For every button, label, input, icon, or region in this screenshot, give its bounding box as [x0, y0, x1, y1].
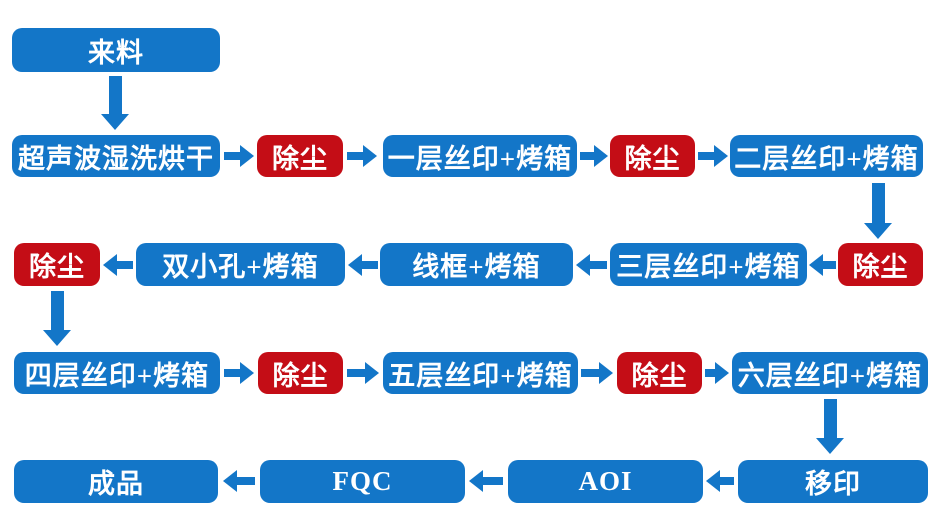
node-aoi: AOI — [508, 460, 703, 503]
node-silkscreen-layer-3: 三层丝印+烤箱 — [610, 243, 807, 286]
arrow-left-icon — [103, 254, 133, 276]
node-incoming-material: 来料 — [12, 28, 220, 72]
arrow-right-icon — [224, 362, 254, 384]
arrow-right-icon — [698, 145, 728, 167]
node-dedust-4: 除尘 — [14, 243, 100, 286]
arrow-left-icon — [469, 470, 503, 492]
node-silkscreen-layer-6: 六层丝印+烤箱 — [732, 352, 928, 394]
arrow-down-icon — [43, 291, 71, 346]
arrow-right-icon — [347, 145, 377, 167]
arrow-left-icon — [348, 254, 378, 276]
node-silkscreen-layer-5: 五层丝印+烤箱 — [383, 352, 578, 394]
node-ultrasonic-wash-dry: 超声波湿洗烘干 — [12, 135, 220, 177]
node-dedust-3: 除尘 — [838, 243, 923, 286]
node-dedust-1: 除尘 — [257, 135, 343, 177]
node-silkscreen-layer-4: 四层丝印+烤箱 — [14, 352, 220, 394]
arrow-right-icon — [581, 362, 613, 384]
node-double-holes-oven: 双小孔+烤箱 — [136, 243, 345, 286]
arrow-down-icon — [816, 399, 844, 454]
arrow-right-icon — [580, 145, 608, 167]
node-silkscreen-layer-1: 一层丝印+烤箱 — [383, 135, 577, 177]
arrow-right-icon — [224, 145, 254, 167]
arrow-right-icon — [347, 362, 379, 384]
node-fqc: FQC — [260, 460, 465, 503]
arrow-left-icon — [706, 470, 734, 492]
arrow-down-icon — [864, 183, 892, 239]
arrow-left-icon — [809, 254, 836, 276]
node-pad-printing: 移印 — [738, 460, 928, 503]
node-silkscreen-layer-2: 二层丝印+烤箱 — [730, 135, 923, 177]
node-dedust-6: 除尘 — [617, 352, 702, 394]
node-wire-frame-oven: 线框+烤箱 — [380, 243, 573, 286]
arrow-down-icon — [101, 76, 129, 130]
arrow-left-icon — [223, 470, 255, 492]
arrow-right-icon — [705, 362, 729, 384]
node-dedust-2: 除尘 — [610, 135, 695, 177]
arrow-left-icon — [576, 254, 607, 276]
node-finished-product: 成品 — [14, 460, 218, 503]
node-dedust-5: 除尘 — [258, 352, 343, 394]
